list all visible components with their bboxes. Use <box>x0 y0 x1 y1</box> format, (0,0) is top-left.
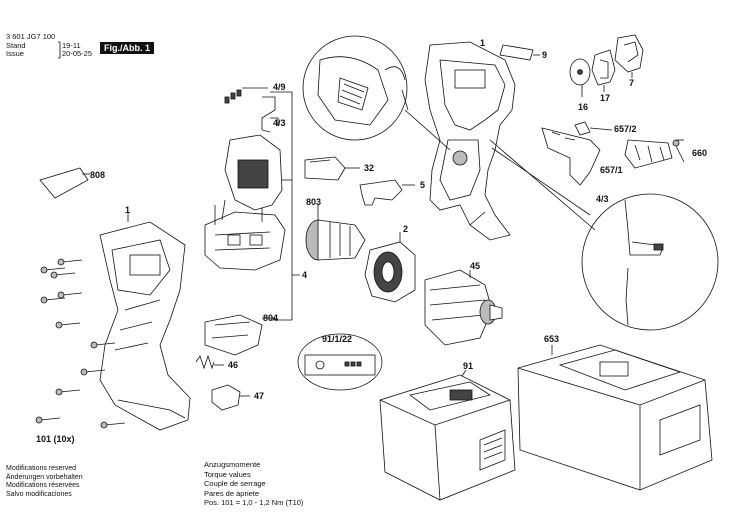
parts-657-660 <box>541 121 685 186</box>
part-4-electronics <box>204 134 286 271</box>
callout-4-3-a: 4/3 <box>273 118 286 128</box>
part-46-spring <box>195 354 215 370</box>
parts-16-17-7 <box>569 34 644 97</box>
part-91-battery <box>379 369 516 501</box>
part-1-handle-housing <box>99 213 191 431</box>
callout-1-top: 1 <box>480 38 486 48</box>
callout-9: 9 <box>542 50 548 60</box>
bracket-4 <box>270 91 300 321</box>
parts-4-9-small <box>224 87 279 133</box>
callout-17: 17 <box>600 93 611 103</box>
callout-660: 660 <box>692 148 708 158</box>
part-2-motor-housing <box>364 232 416 303</box>
modifications-note: Modifications reserved Änderungen vorbeh… <box>6 465 83 499</box>
callout-16: 16 <box>578 102 589 112</box>
callout-4-3-b: 4/3 <box>596 194 609 204</box>
callout-803: 803 <box>306 197 322 207</box>
figure-label: Fig./Abb. 1 <box>100 42 154 54</box>
callout-808: 808 <box>90 170 106 180</box>
callout-47: 47 <box>254 391 265 401</box>
callout-32: 32 <box>364 163 375 173</box>
stand-label: Stand <box>6 41 26 50</box>
screws-101 <box>35 258 126 429</box>
mods-line-3: Modifications réservées <box>6 482 80 490</box>
callout-7: 7 <box>629 78 635 88</box>
callout-45: 45 <box>470 261 481 271</box>
issue-label: Issue <box>6 49 24 58</box>
callout-91-1-22: 91/1/22 <box>322 334 353 344</box>
callout-1-left: 1 <box>125 205 131 215</box>
torque-line-5: Pos. 101 = 1,0 - 1,2 Nm (T10) <box>204 498 304 507</box>
torque-line-4: Pares de apriete <box>204 488 260 498</box>
callout-101: 101 (10x) <box>36 434 75 444</box>
issue-value: 20-05-25 <box>62 49 93 58</box>
part-9-strip <box>499 44 534 61</box>
mods-line-1: Modifications reserved <box>6 465 77 472</box>
part-45-gearbox <box>424 269 503 346</box>
callout-91: 91 <box>463 361 474 371</box>
torque-values: Anzugsmomente Torque values Couple de se… <box>204 460 303 508</box>
part-803-motor <box>305 205 366 261</box>
detail-zoom-circle <box>302 35 451 151</box>
callout-657-2: 657/2 <box>614 124 637 134</box>
callout-653: 653 <box>544 334 560 344</box>
callout-657-1: 657/1 <box>600 165 623 175</box>
mods-line-2: Änderungen vorbehalten <box>6 473 83 481</box>
callout-46: 46 <box>228 360 239 370</box>
torque-line-1: Anzugsmomente <box>204 460 261 469</box>
callout-4: 4 <box>302 270 308 280</box>
callout-804: 804 <box>263 313 279 323</box>
header-bracket <box>58 41 61 59</box>
housing-half-right <box>424 41 516 241</box>
stand-value: 19-11 <box>62 41 81 50</box>
callout-2: 2 <box>403 224 409 234</box>
callout-4-9: 4/9 <box>273 82 286 92</box>
callout-5: 5 <box>420 180 426 190</box>
torque-line-3: Couple de serrage <box>204 479 266 488</box>
torque-line-2: Torque values <box>204 469 251 479</box>
part-808-sheet <box>39 167 89 199</box>
detail-label-circle <box>297 333 383 391</box>
detail-zoom-circle-right <box>489 139 719 331</box>
part-653-charger <box>517 344 713 491</box>
part-47-knob <box>211 384 241 411</box>
parts-32-5 <box>304 156 415 206</box>
part-804-plate <box>204 314 275 356</box>
mods-line-4: Salvo modificaciones <box>6 490 72 498</box>
doc-number: 3 601 JG7 100 <box>6 32 56 41</box>
